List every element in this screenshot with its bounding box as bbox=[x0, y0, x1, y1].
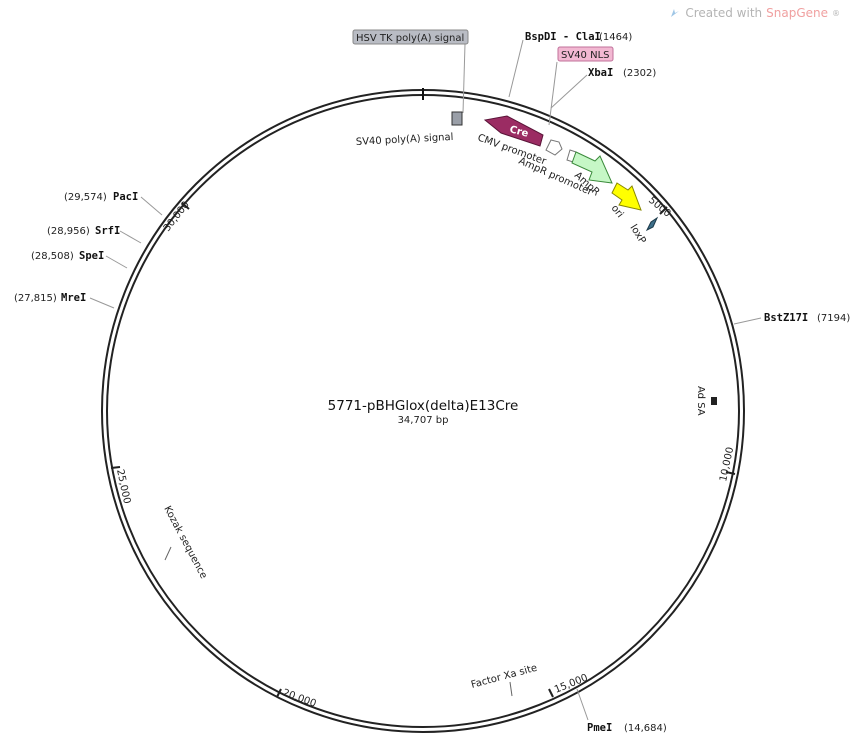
feature-sv40-nls[interactable]: SV40 NLS bbox=[548, 46, 614, 126]
enzyme-pos-spei: (28,508) bbox=[31, 251, 74, 262]
enzyme-bstz17i[interactable]: BstZ17I (7194) bbox=[733, 312, 850, 325]
enzyme-name-pmei: PmeI bbox=[587, 722, 612, 734]
feature-label-hsv-tk-polya: HSV TK poly(A) signal bbox=[356, 33, 464, 44]
watermark-brand: SnapGene bbox=[766, 6, 828, 20]
feature-ad-sa[interactable]: Ad SA bbox=[695, 386, 717, 416]
enzyme-name-srfi: SrfI bbox=[95, 225, 120, 237]
plasmid-name: 5771-pBHGlox(delta)E13Cre bbox=[328, 398, 519, 414]
snapgene-watermark: Created with SnapGene ® bbox=[669, 6, 840, 20]
feature-kozak[interactable]: Kozak sequence bbox=[161, 504, 209, 580]
feature-label-factor-xa: Factor Xa site bbox=[470, 663, 539, 691]
enzyme-name-mrei: MreI bbox=[61, 292, 86, 304]
tick-10000: 10,000 bbox=[718, 446, 736, 483]
feature-cre[interactable]: Cre bbox=[483, 115, 544, 147]
enzyme-name-spei: SpeI bbox=[79, 250, 104, 262]
enzyme-xbai[interactable]: XbaI (2302) bbox=[550, 67, 656, 109]
enzyme-name-xbai: XbaI bbox=[588, 67, 613, 79]
feature-label-loxp: loxP bbox=[627, 223, 647, 246]
feature-arrow-loxp bbox=[645, 216, 659, 232]
feature-arrow-ori bbox=[611, 182, 642, 211]
enzyme-pmei[interactable]: PmeI (14,684) bbox=[576, 688, 667, 734]
feature-mark-ad-sa bbox=[711, 397, 717, 405]
feature-arrow-cmv bbox=[545, 139, 563, 156]
watermark-mark: ® bbox=[832, 8, 840, 18]
feature-label-sv40-polya: SV40 poly(A) signal bbox=[356, 132, 454, 148]
feature-sv40-polya[interactable]: SV40 poly(A) signal bbox=[356, 132, 454, 148]
enzyme-pos-mrei: (27,815) bbox=[14, 293, 57, 304]
feature-mark-hsv-tk-polya bbox=[451, 111, 463, 126]
tick-5000: 5000 bbox=[646, 195, 673, 220]
feature-box-sv40-nls bbox=[557, 46, 614, 62]
feature-hsv-tk-polya[interactable]: HSV TK poly(A) signal bbox=[352, 29, 469, 126]
tick-label-15000: 15,000 bbox=[553, 672, 590, 695]
feature-label-ad-sa: Ad SA bbox=[695, 386, 706, 416]
enzyme-pos-srfi: (28,956) bbox=[47, 226, 90, 237]
feature-loxp[interactable]: loxP bbox=[627, 216, 659, 246]
enzyme-pos-bspdi-clai: (1464) bbox=[599, 32, 632, 43]
tick-label-5000: 5000 bbox=[646, 195, 673, 220]
tick-15000: 15,000 bbox=[548, 672, 590, 698]
enzyme-pos-xbai: (2302) bbox=[623, 68, 656, 79]
feature-label-kozak: Kozak sequence bbox=[161, 504, 209, 580]
enzyme-bspdi-clai[interactable]: BspDI - ClaI (1464) bbox=[508, 31, 632, 98]
plasmid-size: 34,707 bp bbox=[398, 415, 449, 426]
enzyme-pos-bstz17i: (7194) bbox=[817, 313, 850, 324]
enzyme-name-bspdi-clai: BspDI - ClaI bbox=[525, 31, 601, 43]
enzyme-mrei[interactable]: (27,815) MreI bbox=[14, 292, 115, 309]
enzyme-name-paci: PacI bbox=[113, 191, 138, 203]
enzyme-pos-paci: (29,574) bbox=[64, 192, 107, 203]
enzyme-pos-pmei: (14,684) bbox=[624, 723, 667, 734]
enzyme-srfi[interactable]: (28,956) SrfI bbox=[47, 225, 142, 244]
feature-arrow-ampr bbox=[571, 151, 613, 184]
feature-label-sv40-nls: SV40 NLS bbox=[561, 50, 610, 61]
watermark-prefix: Created with bbox=[685, 6, 763, 20]
feature-box-hsv-tk-polya bbox=[352, 29, 469, 45]
feature-arrow-cre bbox=[483, 115, 544, 147]
enzyme-paci[interactable]: (29,574) PacI bbox=[64, 191, 163, 216]
enzyme-spei[interactable]: (28,508) SpeI bbox=[31, 250, 128, 269]
feature-factor-xa[interactable]: Factor Xa site bbox=[470, 663, 539, 697]
enzyme-name-bstz17i: BstZ17I bbox=[764, 312, 808, 324]
feature-label-cre: Cre bbox=[508, 124, 529, 140]
feature-ori[interactable]: ori bbox=[609, 182, 642, 220]
snapgene-logo-icon bbox=[671, 9, 680, 17]
